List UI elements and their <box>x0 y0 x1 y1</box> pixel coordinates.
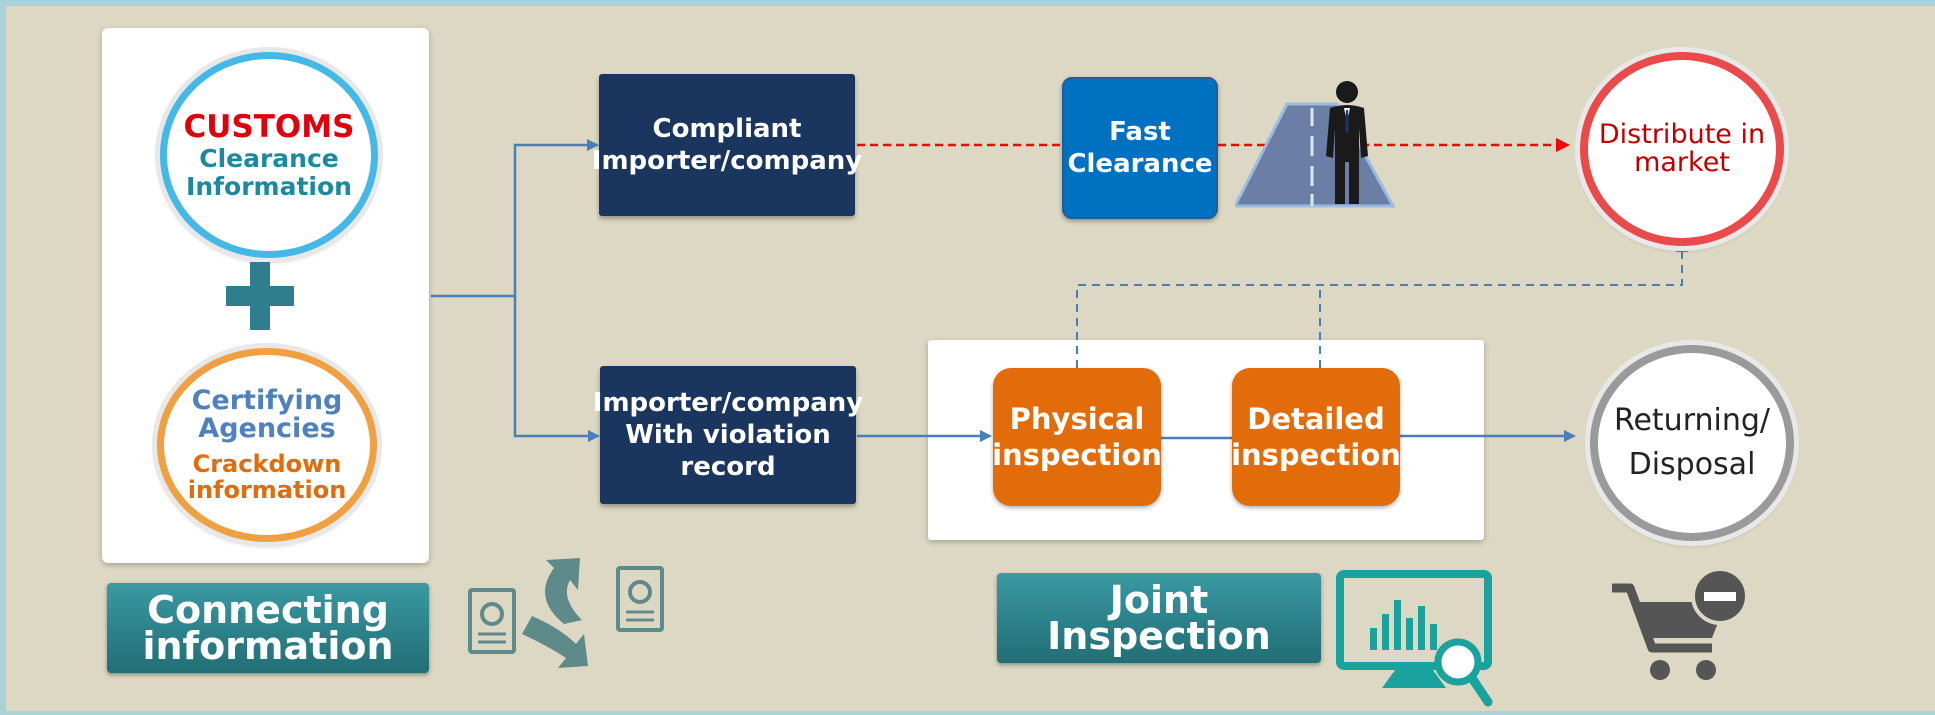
distribute-line2: market <box>1634 147 1730 178</box>
violation-importer-node: Importer/company With violation record <box>593 366 863 504</box>
agencies-circle: Certifying Agencies Crackdown informatio… <box>157 348 377 542</box>
customs-line1: Clearance <box>199 144 339 173</box>
physical-inspection-node: Physical inspection <box>992 368 1162 506</box>
fast-clearance-node: Fast Clearance <box>1062 77 1218 219</box>
physical-line1: Physical <box>1009 402 1145 436</box>
dashed-return-connector <box>1076 240 1688 368</box>
customs-circle: CUSTOMS Clearance Information <box>160 52 378 258</box>
monitor-chart-search-icon <box>1336 570 1498 711</box>
compliant-line1: Compliant <box>652 114 802 144</box>
violation-line1: Importer/company <box>592 388 864 418</box>
connecting-information-banner: Connecting information <box>107 583 429 673</box>
customs-line2: Information <box>186 172 352 201</box>
distribute-line1: Distribute in <box>1598 119 1766 150</box>
fast-clearance-line1: Fast <box>1109 117 1171 147</box>
plus-icon <box>226 262 294 330</box>
connecting-line1: Connecting <box>147 588 389 632</box>
customs-title: CUSTOMS <box>183 109 355 145</box>
plus-icon-svg <box>226 262 294 330</box>
distribute-market-circle: Distribute in market <box>1580 52 1784 246</box>
physical-line2: inspection <box>992 438 1162 472</box>
joint-inspection-banner: Joint Inspection <box>997 573 1321 663</box>
agencies-line3: Crackdown <box>192 450 342 478</box>
branch-connector <box>431 139 1576 442</box>
cart-remove-svg <box>1612 567 1749 680</box>
cart-remove-icon <box>1608 566 1754 686</box>
detailed-inspection-node: Detailed inspection <box>1231 368 1401 506</box>
detailed-line1: Detailed <box>1247 402 1385 436</box>
returning-line2: Disposal <box>1628 447 1756 482</box>
agencies-line4: information <box>187 476 347 504</box>
connecting-line2: information <box>142 624 394 668</box>
returning-disposal-circle: Returning/ Disposal <box>1590 345 1794 541</box>
compliant-importer-node: Compliant Importer/company <box>592 74 862 216</box>
joint-line1: Joint <box>1109 578 1209 622</box>
joint-line2: Inspection <box>1047 614 1271 658</box>
road-person-svg <box>1232 81 1396 208</box>
agencies-line2: Agencies <box>198 413 336 444</box>
violation-line2: With violation record <box>625 420 831 482</box>
detailed-line2: inspection <box>1231 438 1401 472</box>
agencies-line1: Certifying <box>191 385 343 416</box>
document-exchange-icon <box>468 548 668 673</box>
returning-line1: Returning/ <box>1613 403 1771 438</box>
fast-clearance-line2: Clearance <box>1067 149 1213 179</box>
document-exchange-svg <box>468 558 664 668</box>
road-person-icon <box>1232 78 1396 208</box>
monitor-chart-svg <box>1336 570 1493 707</box>
compliant-line2: Importer/company <box>591 146 863 176</box>
